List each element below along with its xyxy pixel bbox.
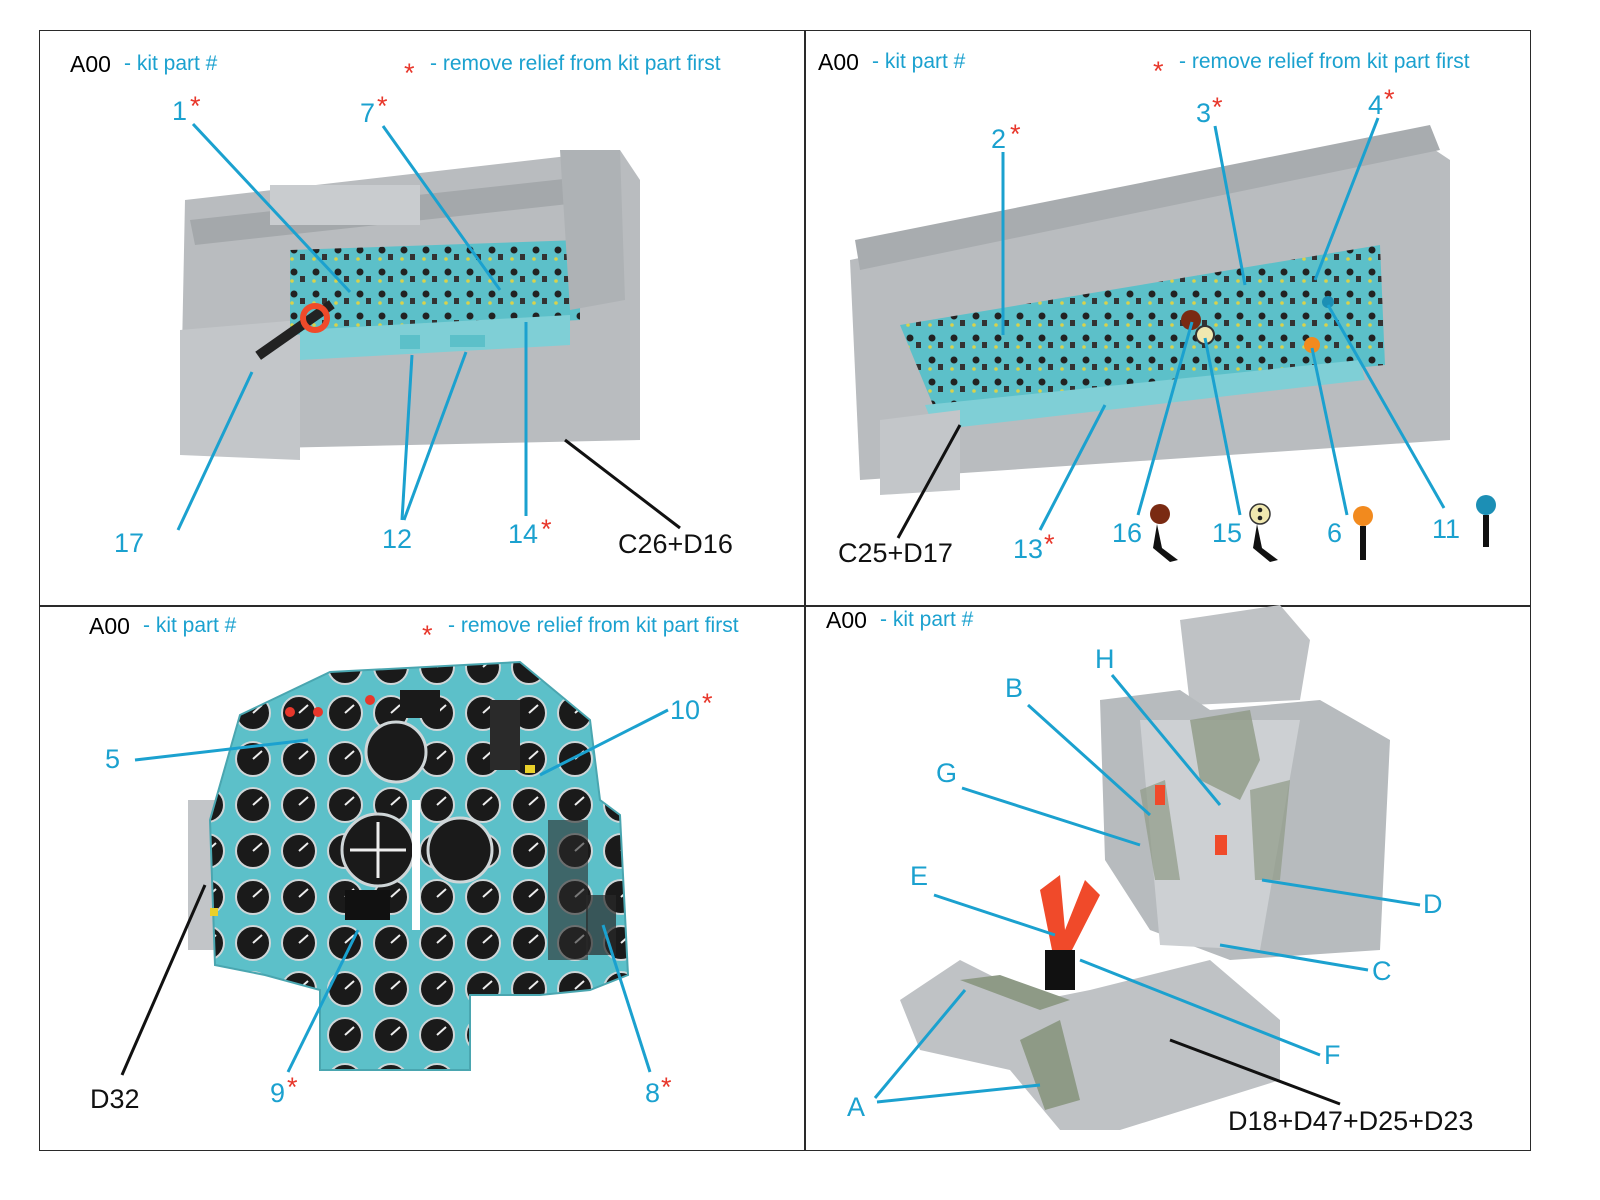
vertical-divider: [804, 30, 806, 1151]
leader-H: [1110, 674, 1222, 806]
label-2: 2: [991, 124, 1006, 154]
legend-star: *: [404, 58, 415, 88]
leader-9: [286, 929, 360, 1073]
label-4: 4: [1368, 90, 1383, 120]
leader-part-bl: [120, 884, 207, 1076]
star-9: *: [287, 1072, 298, 1102]
leader-F: [1079, 958, 1321, 1057]
legend-part-desc: - kit part #: [124, 52, 218, 75]
label-13: 13: [1013, 534, 1043, 564]
label-15: 15: [1212, 518, 1242, 548]
leader-Aa: [873, 989, 967, 1099]
side-console-right-photo: [850, 125, 1450, 495]
part-code-bl: D32: [90, 1084, 140, 1114]
leader-C: [1219, 943, 1369, 972]
label-G: G: [936, 758, 957, 788]
legend-relief-note: - remove relief from kit part first: [430, 52, 721, 75]
label-12: 12: [382, 524, 412, 554]
part-code-br: D18+D47+D25+D23: [1228, 1106, 1473, 1136]
leader-10: [539, 708, 669, 777]
leader-3: [1213, 125, 1247, 286]
star-8: *: [661, 1072, 672, 1102]
leader-7: [381, 125, 502, 291]
panel-bottom-right: A00 - kit part # B H G E D C: [826, 605, 1473, 1136]
leader-E: [933, 893, 1056, 937]
legend-star: *: [1153, 56, 1164, 86]
legend-relief-note: - remove relief from kit part first: [448, 614, 739, 637]
star-3: *: [1212, 92, 1223, 122]
legend-star: *: [422, 620, 433, 650]
legend-part-code: A00: [70, 51, 111, 77]
label-9: 9: [270, 1078, 285, 1108]
legend-relief-note: - remove relief from kit part first: [1179, 50, 1470, 73]
legend-part-code: A00: [818, 49, 859, 75]
leader-G: [961, 786, 1141, 847]
leader-B: [1026, 703, 1152, 817]
part-code-tl: C26+D16: [618, 529, 733, 559]
leader-1: [191, 122, 352, 294]
star-7: *: [377, 91, 388, 121]
leader-part-tr: [896, 424, 962, 539]
leader-12b: [402, 351, 468, 521]
leader-D: [1261, 878, 1421, 907]
knob-swatch-15: [1249, 503, 1278, 562]
legend-part-code: A00: [826, 607, 867, 633]
leader-Ab: [876, 1083, 1041, 1104]
label-F: F: [1324, 1040, 1341, 1070]
label-11: 11: [1432, 514, 1460, 544]
star-4: *: [1384, 84, 1395, 114]
label-H: H: [1095, 644, 1115, 674]
label-6: 6: [1327, 518, 1342, 548]
part-code-tr: C25+D17: [838, 538, 953, 568]
leader-part-br: [1169, 1038, 1341, 1106]
star-10: *: [702, 688, 713, 718]
label-A: A: [847, 1092, 865, 1122]
star-1: *: [190, 91, 201, 121]
label-14: 14: [508, 519, 538, 549]
knob-swatch-11: [1476, 495, 1496, 547]
label-C: C: [1372, 956, 1392, 986]
label-7: 7: [360, 98, 375, 128]
leader-13: [1038, 404, 1107, 531]
legend-part-code: A00: [89, 613, 130, 639]
panel-top-right: A00 - kit part # * - remove relief from …: [818, 49, 1496, 568]
knob-swatch-16: [1150, 504, 1178, 562]
label-10: 10: [670, 695, 700, 725]
label-3: 3: [1196, 98, 1211, 128]
star-2: *: [1010, 119, 1021, 149]
panel-bottom-left: A00 - kit part # * - remove relief from …: [89, 613, 739, 1114]
legend-part-desc: - kit part #: [872, 50, 966, 73]
leader-4: [1313, 117, 1380, 281]
leader-17: [176, 371, 254, 531]
label-17: 17: [114, 528, 144, 558]
horizontal-divider: [39, 605, 1531, 607]
label-E: E: [910, 861, 928, 891]
ejection-seat-photo: [900, 605, 1390, 1130]
label-B: B: [1005, 673, 1023, 703]
knob-swatch-6: [1353, 506, 1373, 560]
star-13: *: [1044, 529, 1055, 559]
leader-8: [601, 924, 652, 1073]
leader-15: [1203, 337, 1242, 516]
side-console-left-photo: [180, 150, 640, 460]
legend-part-desc: - kit part #: [143, 614, 237, 637]
label-1: 1: [172, 96, 187, 126]
label-8: 8: [645, 1078, 660, 1108]
leader-16: [1136, 321, 1194, 516]
label-D: D: [1423, 889, 1443, 919]
leader-5: [134, 738, 309, 762]
panel-top-left: A00 - kit part # * - remove relief from …: [70, 51, 733, 559]
label-5: 5: [105, 744, 120, 774]
diagram-frame: [39, 30, 1531, 1151]
star-14: *: [541, 514, 552, 544]
label-16: 16: [1112, 518, 1142, 548]
leader-part-tl: [564, 438, 681, 530]
leader-11: [1326, 304, 1446, 509]
leader-6: [1310, 347, 1349, 516]
instrument-panel-photo: [188, 660, 630, 1071]
legend-part-desc: - kit part #: [880, 608, 974, 631]
leader-12a: [400, 354, 414, 521]
